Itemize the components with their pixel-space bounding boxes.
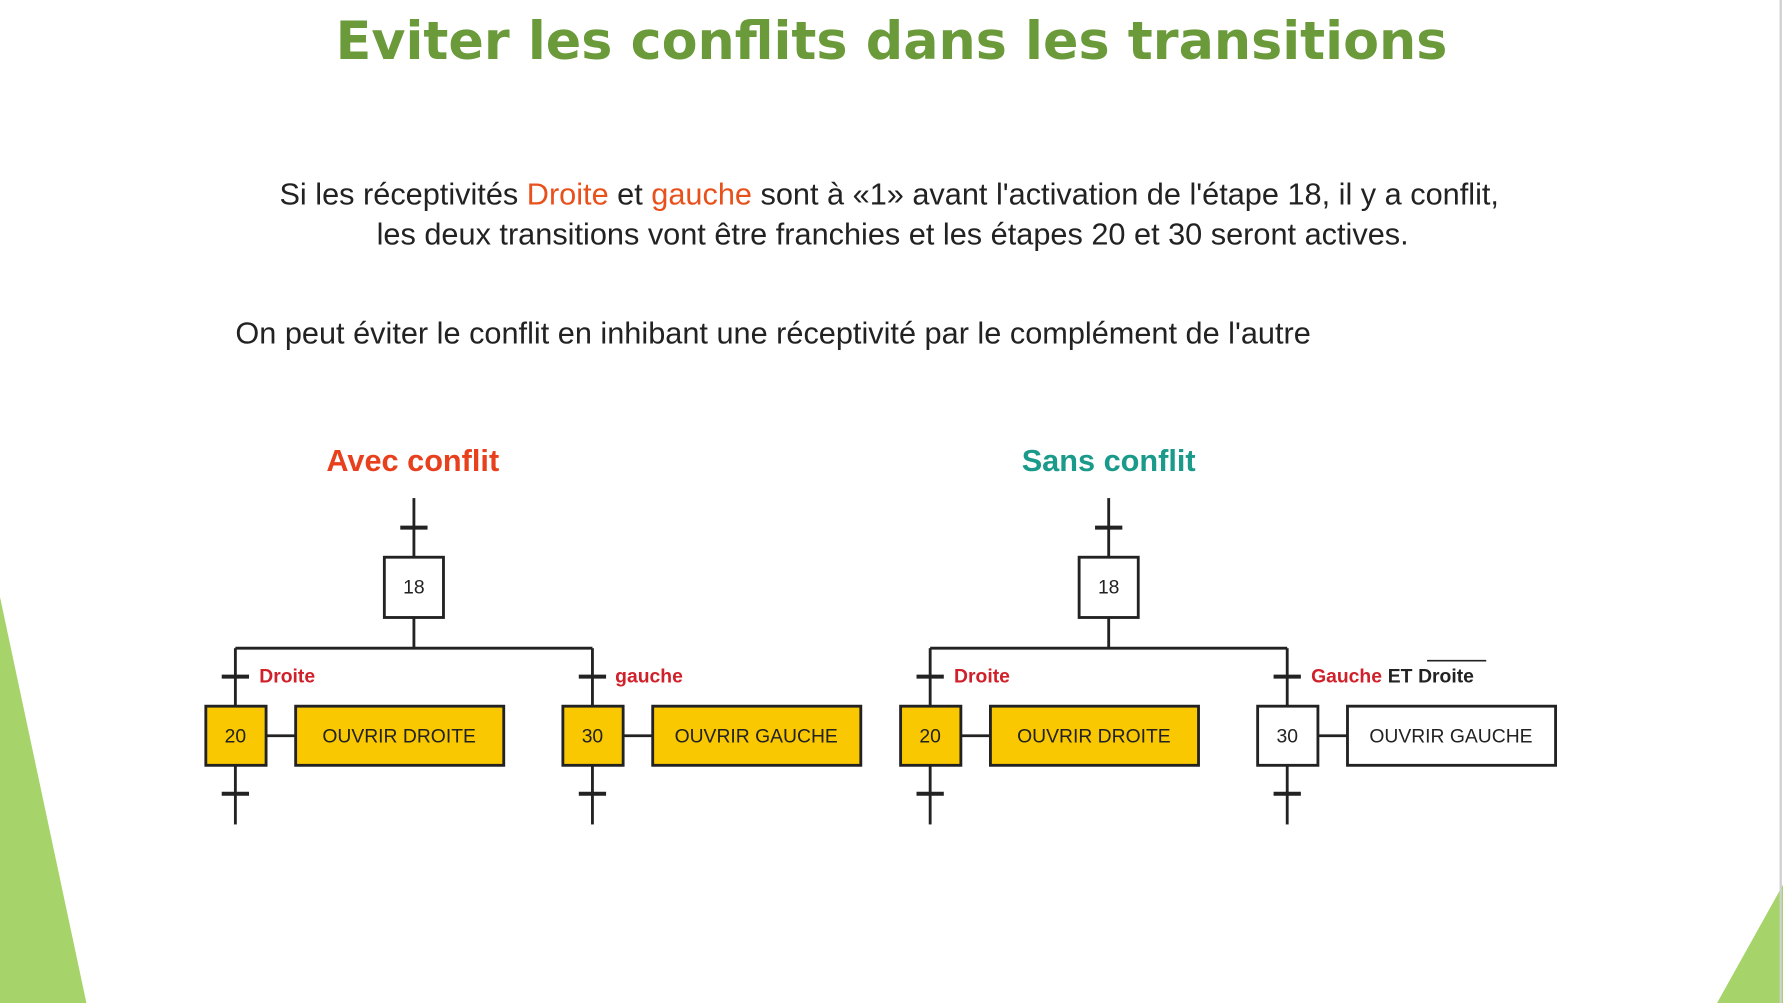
receptivity-gauche: gauche	[615, 666, 683, 687]
text: Gauche	[1311, 666, 1382, 687]
step-20	[204, 704, 268, 767]
grafcet-avec-conflit: 18 Droite gauche	[259, 578, 683, 688]
text: ET	[1388, 666, 1413, 687]
paragraph-line-1: Si les réceptivités Droite et gauche son…	[279, 177, 1499, 212]
highlight-gauche: gauche	[651, 177, 752, 212]
step-18	[1077, 555, 1140, 619]
receptivity-droite: Droite	[954, 666, 1010, 687]
paragraph-2: On peut éviter le conflit en inhibant un…	[235, 315, 1310, 350]
step-18	[382, 555, 445, 619]
highlight-droite: Droite	[527, 177, 609, 212]
heading-avec-conflit: Avec conflit	[326, 443, 499, 478]
action-label: OUVRIR GAUCHE	[1369, 727, 1532, 748]
action-box	[1346, 704, 1557, 767]
page-title: Eviter les conflits dans les transitions	[336, 11, 1448, 72]
heading-sans-conflit: Sans conflit	[1022, 443, 1196, 478]
receptivity-droite: Droite	[259, 666, 315, 687]
action-label: OUVRIR DROITE	[322, 727, 476, 748]
step-18-label: 18	[403, 578, 425, 599]
step-30-label: 30	[582, 727, 604, 748]
text: et	[609, 177, 652, 212]
step-30	[561, 704, 625, 767]
step-30-label: 30	[1276, 727, 1298, 748]
action-label: OUVRIR DROITE	[1017, 727, 1171, 748]
action-box	[651, 704, 863, 767]
decor-triangle-left	[0, 597, 87, 1003]
step-20-label: 20	[919, 727, 941, 748]
action-box	[989, 704, 1200, 767]
text: Si les réceptivités	[279, 177, 526, 212]
negated-text: Droite	[1418, 666, 1474, 687]
step-20-label: 20	[225, 727, 247, 748]
action-label: OUVRIR GAUCHE	[675, 727, 838, 748]
action-box	[294, 704, 506, 767]
step-18-label: 18	[1098, 578, 1120, 599]
text: sont à «1» avant l'activation de l'étape…	[752, 177, 1499, 212]
paragraph-line-2: les deux transitions vont être franchies…	[377, 217, 1409, 252]
decor-triangle-right	[1717, 884, 1783, 1003]
